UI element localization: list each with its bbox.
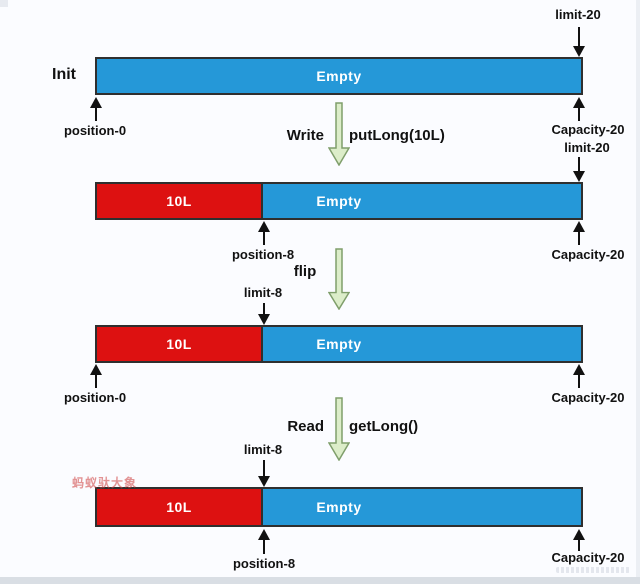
row2-limit-top-label: limit-20 bbox=[564, 140, 610, 155]
row4-empty-label: Empty bbox=[316, 499, 362, 515]
row4-capacity-label: Capacity-20 bbox=[551, 550, 625, 565]
step1-green-arrow-down-icon bbox=[328, 102, 350, 166]
step2-green-arrow-down-icon bbox=[328, 248, 350, 310]
row2-empty-label: Empty bbox=[316, 193, 362, 209]
row4-buffer-bar: 10L Empty bbox=[95, 487, 583, 527]
row2-limit-arrow-down-icon bbox=[573, 157, 585, 182]
bottom-edge-band bbox=[0, 577, 640, 584]
row4-data-segment: 10L bbox=[97, 489, 263, 525]
row1-capacity-label: Capacity-20 bbox=[551, 122, 625, 137]
red-watermark: 蚂蚁驮大象 bbox=[72, 476, 138, 490]
row2-capacity-label: Capacity-20 bbox=[551, 247, 625, 262]
row4-position-label: position-8 bbox=[232, 556, 296, 571]
row2-capacity-arrow-up-icon bbox=[573, 221, 585, 245]
row3-position-label: position-0 bbox=[63, 390, 127, 405]
right-edge-band bbox=[636, 0, 640, 584]
row1-position-arrow-up-icon bbox=[90, 97, 102, 121]
row3-buffer-bar: 10L Empty bbox=[95, 325, 583, 363]
row2-position-arrow-up-icon bbox=[258, 221, 270, 245]
step1-action-label: Write bbox=[286, 127, 324, 144]
row3-empty-label: Empty bbox=[316, 336, 362, 352]
row2-data-segment: 10L bbox=[97, 184, 263, 218]
row4-data-label: 10L bbox=[166, 499, 192, 515]
row1-limit-top-label: limit-20 bbox=[555, 7, 601, 22]
step2-action-label: flip bbox=[293, 263, 317, 280]
step3-green-arrow-down-icon bbox=[328, 397, 350, 461]
row1-limit-arrow-down-icon bbox=[573, 27, 585, 57]
corner-artifact bbox=[0, 0, 8, 7]
step1-code-label: putLong(10L) bbox=[349, 127, 445, 144]
row4-capacity-arrow-up-icon bbox=[573, 529, 585, 551]
row3-data-label: 10L bbox=[166, 336, 192, 352]
row3-capacity-label: Capacity-20 bbox=[551, 390, 625, 405]
row1-empty-label: Empty bbox=[316, 68, 362, 84]
row2-position-label: position-8 bbox=[231, 247, 295, 262]
row1-buffer-bar: Empty bbox=[95, 57, 583, 95]
step3-code-label: getLong() bbox=[349, 418, 419, 435]
row4-limit-top-label: limit-8 bbox=[243, 442, 283, 457]
row2-buffer-bar: 10L Empty bbox=[95, 182, 583, 220]
row1-position-label: position-0 bbox=[63, 123, 127, 138]
step3-action-label: Read bbox=[287, 418, 324, 435]
row3-limit-top-label: limit-8 bbox=[243, 285, 283, 300]
row1-capacity-arrow-up-icon bbox=[573, 97, 585, 121]
faint-watermark bbox=[556, 567, 630, 573]
row2-data-label: 10L bbox=[166, 193, 192, 209]
row3-data-segment: 10L bbox=[97, 327, 263, 361]
row4-limit-arrow-down-icon bbox=[258, 460, 270, 487]
row3-capacity-arrow-up-icon bbox=[573, 364, 585, 388]
row3-position-arrow-up-icon bbox=[90, 364, 102, 388]
row3-limit-arrow-down-icon bbox=[258, 303, 270, 325]
row1-title: Init bbox=[52, 66, 76, 83]
row4-position-arrow-up-icon bbox=[258, 529, 270, 554]
